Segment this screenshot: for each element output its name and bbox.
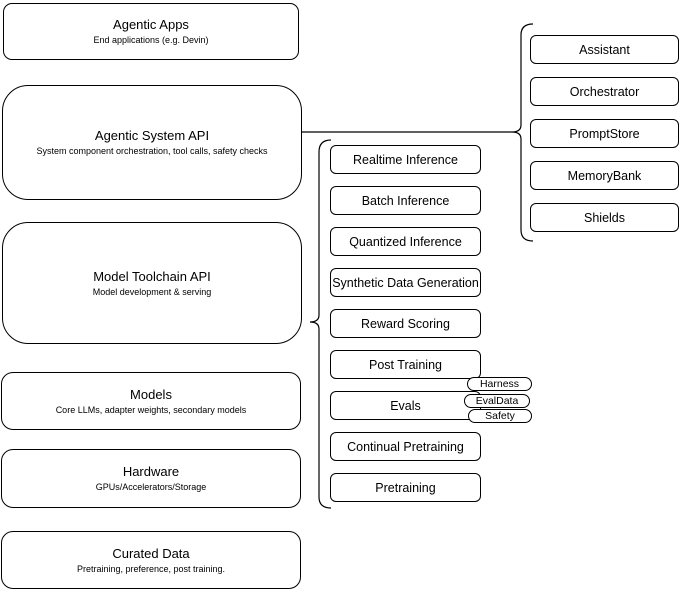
toolchain-component-pretraining: Pretraining <box>330 473 481 502</box>
toolchain-component-post-training: Post Training <box>330 350 481 379</box>
layer-title: Hardware <box>122 464 180 479</box>
layer-subtitle: System component orchestration, tool cal… <box>36 146 268 156</box>
layer-subtitle: GPUs/Accelerators/Storage <box>95 482 207 492</box>
layer-agentic-apps: Agentic Apps End applications (e.g. Devi… <box>3 3 299 60</box>
layer-curated-data: Curated Data Pretraining, preference, po… <box>1 531 301 589</box>
toolchain-component-synthetic-data-generation: Synthetic Data Generation <box>330 268 481 297</box>
system-component-assistant: Assistant <box>530 35 679 64</box>
layer-agentic-system-api: Agentic System API System component orch… <box>2 85 302 200</box>
layer-title: Agentic Apps <box>113 17 189 32</box>
layer-title: Curated Data <box>112 545 190 561</box>
toolchain-component-quantized-inference: Quantized Inference <box>330 227 481 256</box>
layer-subtitle: Core LLMs, adapter weights, secondary mo… <box>55 404 247 415</box>
system-component-promptstore: PromptStore <box>530 119 679 148</box>
layer-subtitle: Model development & serving <box>92 286 212 297</box>
system-brace <box>511 23 534 242</box>
layer-title: Model Toolchain API <box>93 268 211 284</box>
layer-subtitle: Pretraining, preference, post training. <box>76 563 226 574</box>
toolchain-component-continual-pretraining: Continual Pretraining <box>330 432 481 461</box>
toolchain-component-evals: Evals <box>330 391 481 420</box>
system-component-memorybank: MemoryBank <box>530 161 679 190</box>
toolchain-brace <box>309 139 332 509</box>
system-component-orchestrator: Orchestrator <box>530 77 679 106</box>
toolchain-component-batch-inference: Batch Inference <box>330 186 481 215</box>
system-component-shields: Shields <box>530 203 679 232</box>
layer-title: Models <box>130 386 172 402</box>
layer-subtitle: End applications (e.g. Devin) <box>93 35 209 45</box>
layer-models: Models Core LLMs, adapter weights, secon… <box>1 372 301 430</box>
layer-title: Agentic System API <box>94 128 210 143</box>
layer-model-toolchain-api: Model Toolchain API Model development & … <box>2 222 302 344</box>
toolchain-component-realtime-inference: Realtime Inference <box>330 145 481 174</box>
toolchain-component-reward-scoring: Reward Scoring <box>330 309 481 338</box>
layer-hardware: Hardware GPUs/Accelerators/Storage <box>1 449 301 508</box>
